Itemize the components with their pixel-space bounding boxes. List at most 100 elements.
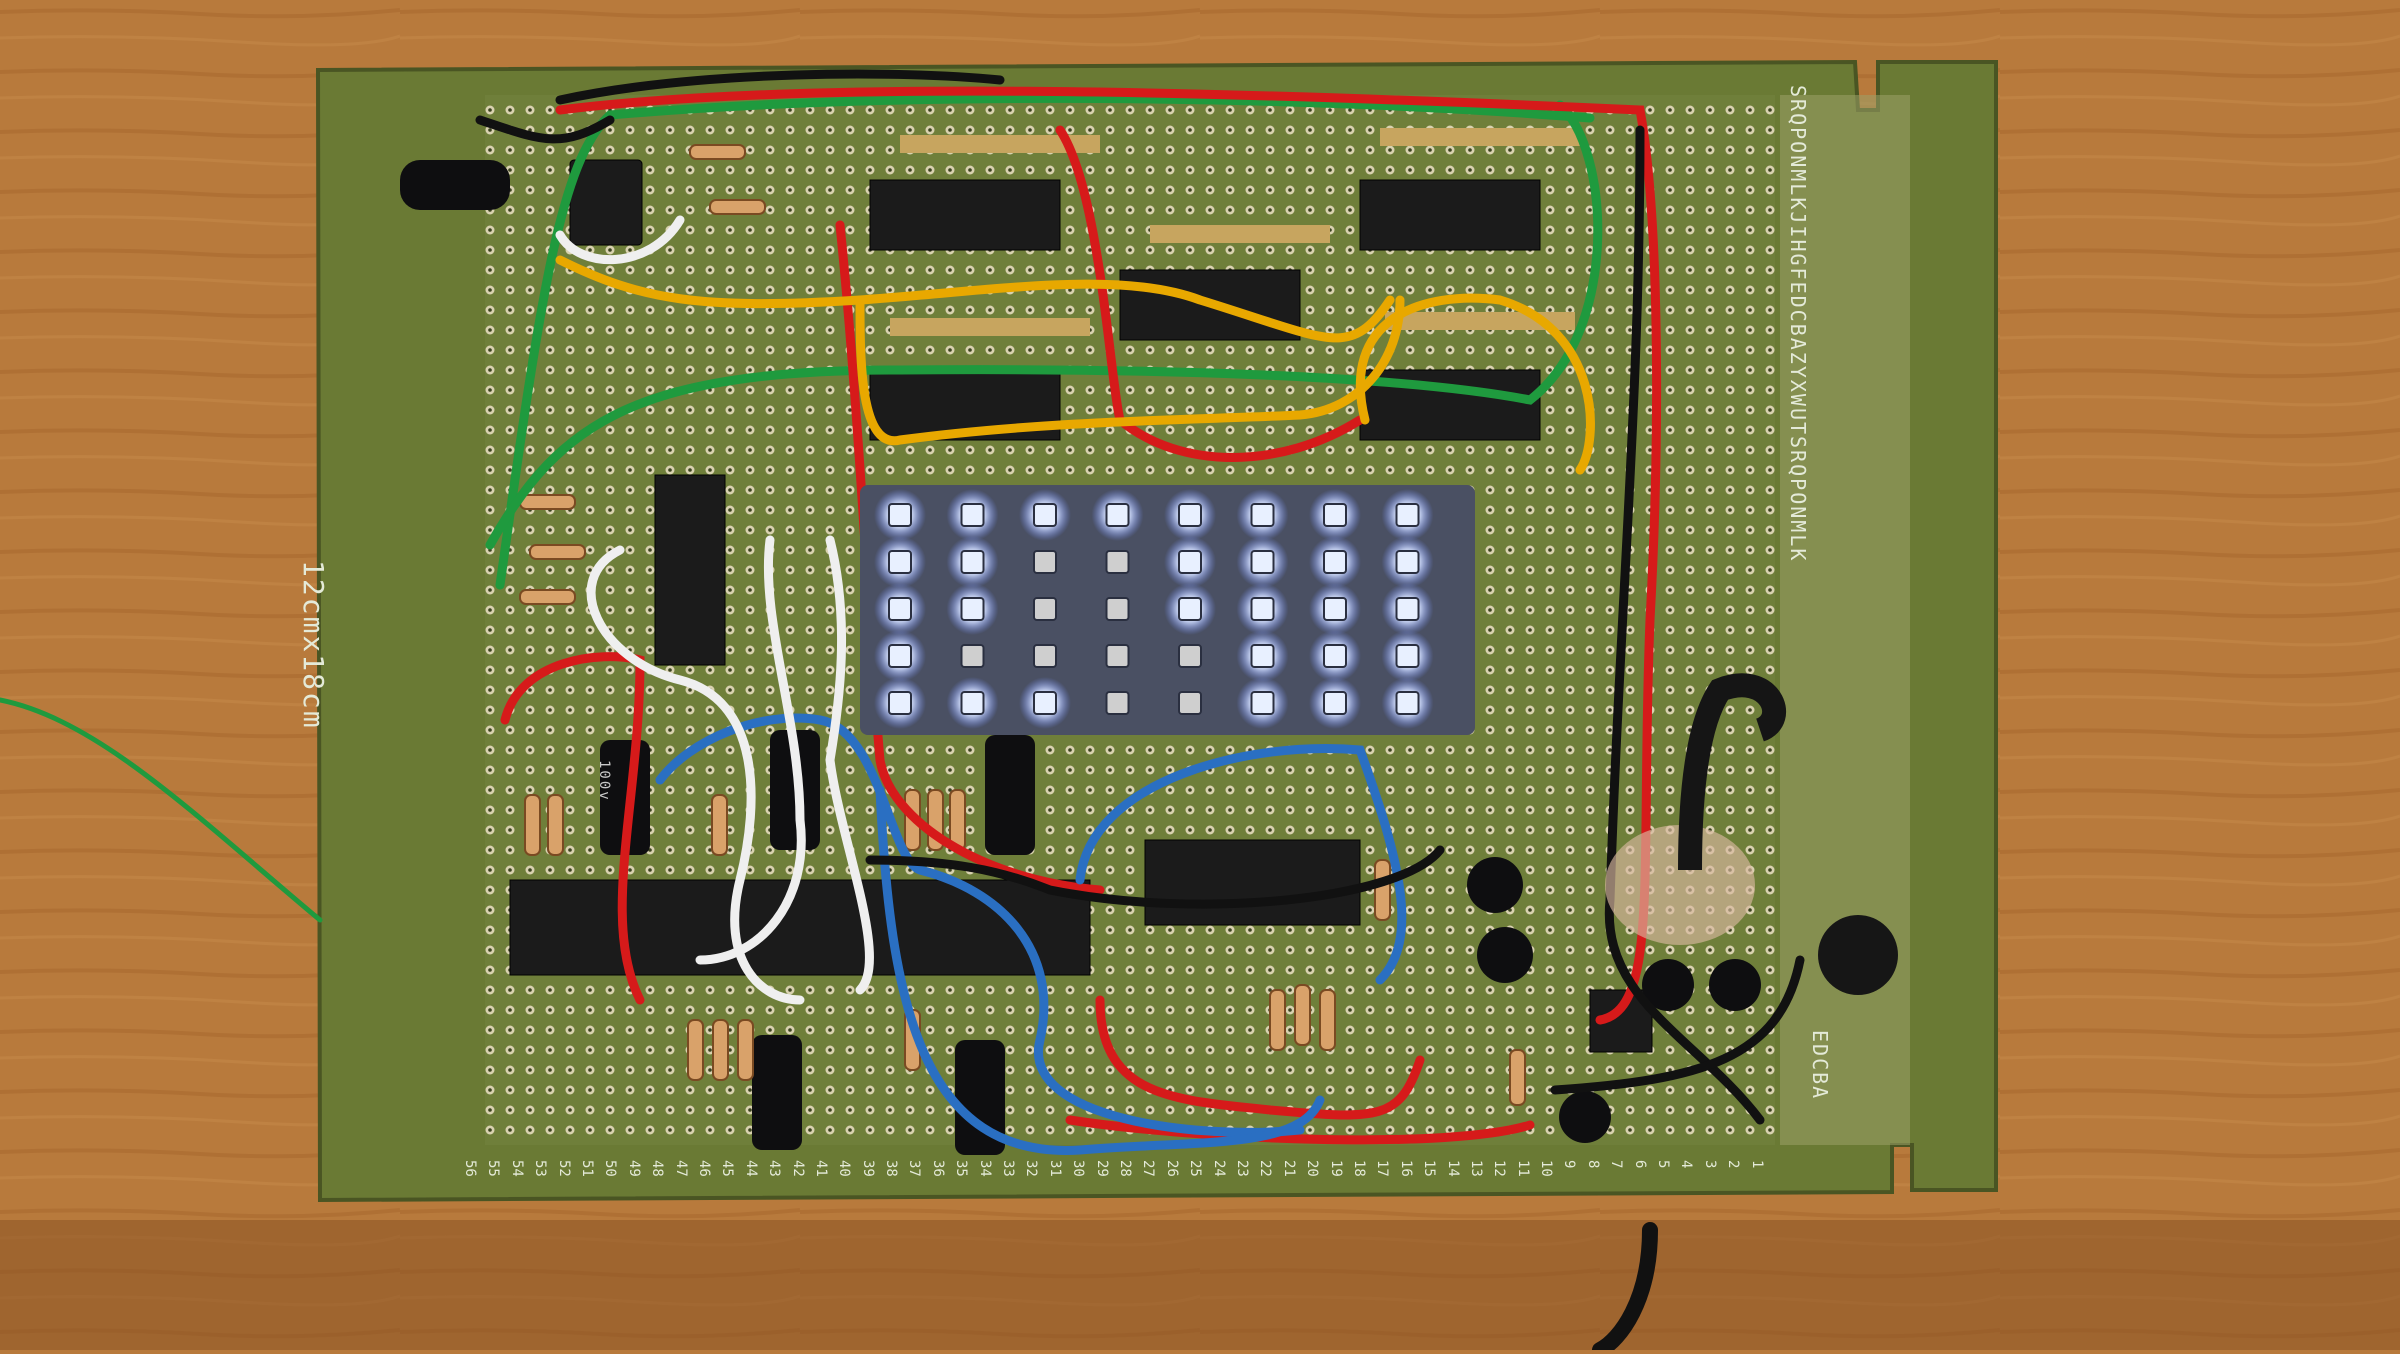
- led-off: [1033, 597, 1057, 621]
- column-number: 12: [1491, 1160, 1508, 1177]
- led-on: [888, 550, 912, 574]
- column-number: 49: [625, 1160, 642, 1177]
- column-number: 34: [976, 1160, 993, 1177]
- led-off: [1033, 550, 1057, 574]
- column-number: 30: [1070, 1160, 1087, 1177]
- column-number: 21: [1280, 1160, 1297, 1177]
- led-on: [1033, 691, 1057, 715]
- column-number: 4: [1678, 1160, 1695, 1169]
- column-number: 14: [1444, 1160, 1461, 1177]
- column-number: 42: [789, 1160, 806, 1177]
- column-number: 33: [1000, 1160, 1017, 1177]
- column-number: 5: [1655, 1160, 1672, 1169]
- column-number: 35: [953, 1160, 970, 1177]
- column-number: 44: [742, 1160, 759, 1177]
- column-number: 15: [1421, 1160, 1438, 1177]
- column-number: 53: [532, 1160, 549, 1177]
- column-number: 31: [1046, 1160, 1063, 1177]
- board-size-label: 12cmx18cm: [297, 560, 330, 730]
- led-off: [1178, 644, 1202, 668]
- column-number: 39: [859, 1160, 876, 1177]
- column-number: 9: [1561, 1160, 1578, 1169]
- column-number: 8: [1584, 1160, 1601, 1169]
- jumper-wires: [0, 69, 1805, 1354]
- led-on: [1178, 597, 1202, 621]
- column-number: 25: [1187, 1160, 1204, 1177]
- row-letters-top: SRQPONMLKJIHGFEDCBAZYXWUTSRQPONMLK: [1786, 85, 1810, 563]
- column-number: 38: [883, 1160, 900, 1177]
- led-on: [888, 597, 912, 621]
- led-on: [1395, 644, 1420, 668]
- column-number: 50: [602, 1160, 619, 1177]
- led-on: [1250, 503, 1275, 527]
- led-on: [960, 550, 985, 574]
- column-number: 13: [1467, 1160, 1484, 1177]
- column-number: 6: [1631, 1160, 1648, 1169]
- led-on: [1250, 644, 1275, 668]
- column-number: 55: [485, 1160, 502, 1177]
- led-on: [1178, 503, 1202, 527]
- led-matrix: [860, 485, 1475, 735]
- led-on: [888, 503, 912, 527]
- capacitor-marking: 100v: [596, 760, 612, 802]
- led-cells: [874, 489, 1434, 729]
- led-off: [1105, 691, 1130, 715]
- column-number: 51: [578, 1160, 595, 1177]
- column-number: 45: [719, 1160, 736, 1177]
- led-on: [1178, 550, 1202, 574]
- column-number: 52: [555, 1160, 572, 1177]
- column-number: 43: [766, 1160, 783, 1177]
- led-on: [888, 691, 912, 715]
- hot-glue-blob: [1605, 825, 1755, 945]
- table-edge-shadow: [0, 1220, 2400, 1350]
- led-off: [960, 644, 985, 668]
- column-number: 32: [1023, 1160, 1040, 1177]
- column-number: 2: [1725, 1160, 1742, 1169]
- led-on: [960, 691, 985, 715]
- resistors: [519, 144, 1526, 1106]
- led-on: [1250, 550, 1275, 574]
- led-on: [888, 644, 912, 668]
- column-number: 20: [1304, 1160, 1321, 1177]
- led-off: [1105, 644, 1130, 668]
- led-on: [1323, 503, 1347, 527]
- led-on: [1395, 691, 1420, 715]
- column-number: 40: [836, 1160, 853, 1177]
- led-on: [1323, 691, 1347, 715]
- column-number: 18: [1350, 1160, 1367, 1177]
- capacitors: [400, 160, 1898, 1155]
- led-off: [1105, 597, 1130, 621]
- led-on: [1105, 503, 1130, 527]
- cable-loop: [1678, 673, 1787, 871]
- ic-chips: [509, 159, 1653, 1053]
- column-number: 23: [1233, 1160, 1250, 1177]
- column-number: 47: [672, 1160, 689, 1177]
- column-number: 48: [649, 1160, 666, 1177]
- led-on: [960, 597, 985, 621]
- column-number: 36: [929, 1160, 946, 1177]
- column-number: 1: [1748, 1160, 1765, 1169]
- led-off: [1105, 550, 1130, 574]
- column-number: 41: [812, 1160, 829, 1177]
- led-on: [1323, 597, 1347, 621]
- column-number: 24: [1210, 1160, 1227, 1177]
- led-on: [1395, 550, 1420, 574]
- column-number: 54: [508, 1160, 525, 1177]
- column-number: 10: [1538, 1160, 1555, 1177]
- led-on: [1033, 503, 1057, 527]
- column-number: 28: [1117, 1160, 1133, 1177]
- column-number: 22: [1257, 1160, 1274, 1177]
- column-number: 3: [1701, 1160, 1718, 1169]
- led-on: [1395, 597, 1420, 621]
- column-number: 27: [1140, 1160, 1157, 1177]
- column-number: 26: [1163, 1160, 1180, 1177]
- led-on: [1250, 597, 1275, 621]
- led-on: [1323, 644, 1347, 668]
- led-on: [1250, 691, 1275, 715]
- column-number: 37: [906, 1160, 923, 1177]
- column-number: 11: [1514, 1160, 1531, 1177]
- column-number: 29: [1093, 1160, 1110, 1177]
